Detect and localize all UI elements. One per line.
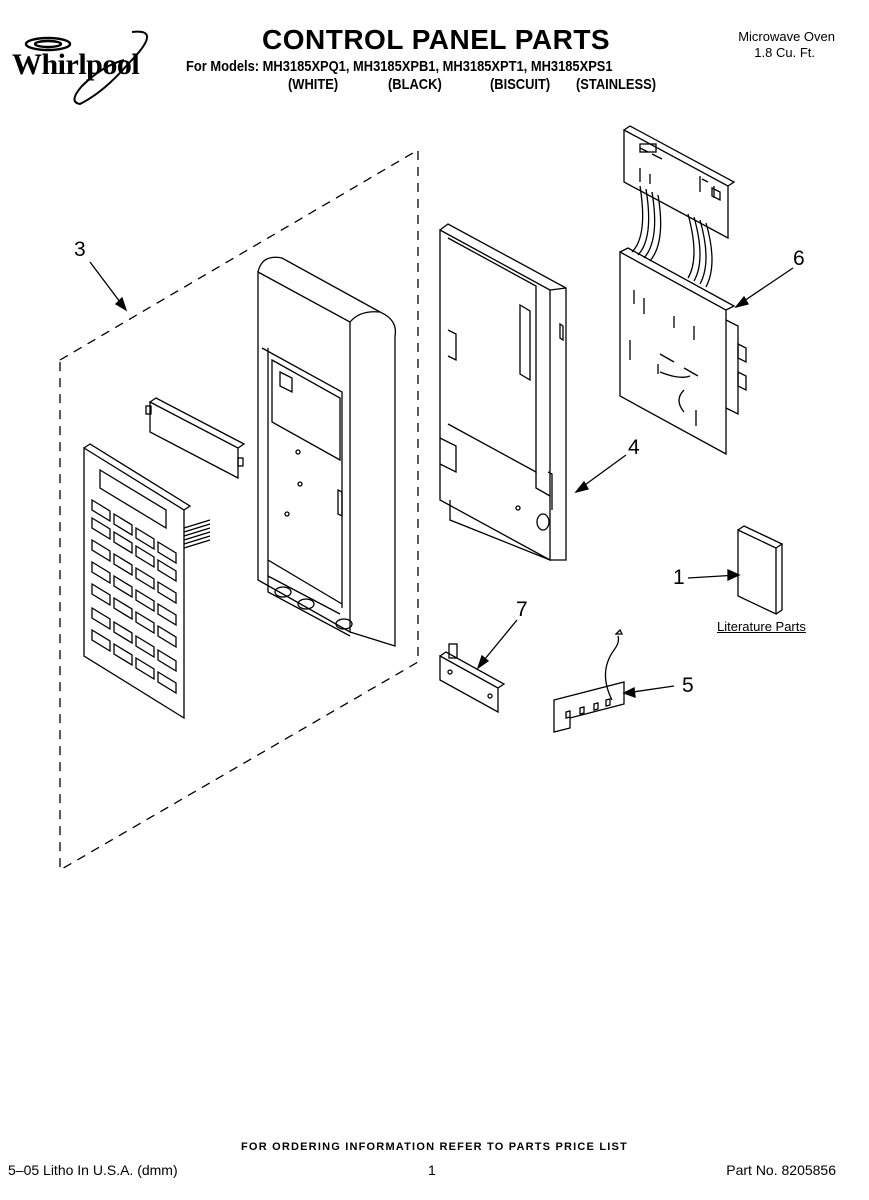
leader-arrow-7 xyxy=(476,654,490,670)
callout-4: 4 xyxy=(628,436,640,459)
part-number: Part No. 8205856 xyxy=(726,1162,836,1178)
finish-biscuit: (BISCUIT) xyxy=(490,76,551,93)
bracket xyxy=(439,643,506,714)
callout-6: 6 xyxy=(793,247,805,270)
literature-parts-label: Literature Parts xyxy=(717,619,806,634)
finish-black: (BLACK) xyxy=(388,76,442,93)
leader-arrow-5 xyxy=(622,687,636,698)
product-type: Microwave Oven xyxy=(738,29,835,44)
upper-circuit-board xyxy=(623,125,736,240)
ordering-note: FOR ORDERING INFORMATION REFER TO PARTS … xyxy=(241,1141,628,1153)
product-capacity: 1.8 Cu. Ft. xyxy=(754,45,815,60)
callout-3: 3 xyxy=(74,238,86,261)
panel-frame xyxy=(439,223,567,562)
leader-line-7 xyxy=(479,619,518,666)
models-line: For Models: MH3185XPQ1, MH3185XPB1, MH31… xyxy=(186,58,613,75)
keypad-membrane xyxy=(83,443,211,720)
callout-5: 5 xyxy=(682,674,694,697)
brand-name: Whirlpool xyxy=(12,48,139,81)
ribbon-cables xyxy=(631,185,713,288)
display-window-insert xyxy=(145,397,246,480)
leader-line-4 xyxy=(577,454,627,491)
leader-arrow-3 xyxy=(114,296,128,312)
page-number: 1 xyxy=(428,1162,436,1178)
leader-arrow-4 xyxy=(574,480,589,494)
literature-parts-booklet xyxy=(737,525,784,616)
assembly-boundary-dashed xyxy=(59,148,419,872)
leader-arrow-6 xyxy=(734,295,749,309)
page-title: CONTROL PANEL PARTS xyxy=(262,24,611,55)
control-panel-housing xyxy=(257,256,397,647)
finish-white: (WHITE) xyxy=(288,76,339,93)
callout-7: 7 xyxy=(516,598,528,621)
callout-1: 1 xyxy=(673,566,685,589)
leader-line-6 xyxy=(737,267,794,306)
finish-stainless: (STAINLESS) xyxy=(576,76,657,93)
switch-board xyxy=(553,628,625,733)
print-info: 5–05 Litho In U.S.A. (dmm) xyxy=(8,1162,178,1178)
main-circuit-board xyxy=(619,247,747,456)
leader-arrow-1 xyxy=(727,568,741,582)
whirlpool-swirl-icon: Whirlpool xyxy=(12,30,149,106)
whirlpool-logo: Whirlpool xyxy=(8,22,178,108)
